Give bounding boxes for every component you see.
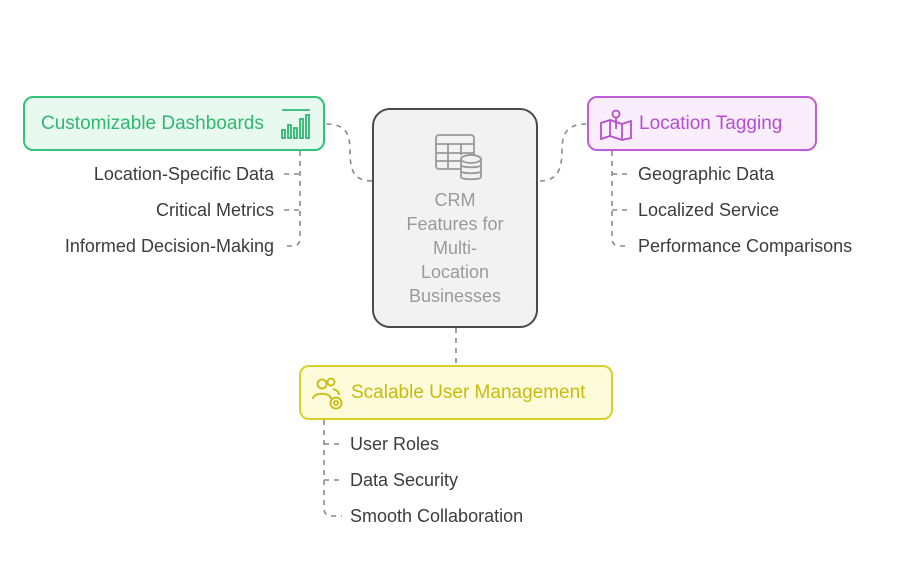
node-scalable-user-management: Scalable User Management — [299, 365, 613, 420]
user-settings-icon — [312, 377, 343, 410]
dashboards-item-critical-metrics: Critical Metrics — [155, 200, 274, 220]
dashboards-item-location-specific-data: Location-Specific Data — [93, 164, 274, 184]
central-topic-title: CRM Features for Multi- Location Busines… — [406, 190, 504, 306]
node-customizable-dashboards: Customizable Dashboards — [23, 96, 325, 151]
bar-chart-icon — [281, 109, 310, 139]
users-item-user-roles: User Roles — [350, 434, 440, 454]
node-location-tagging: Location Tagging — [587, 96, 817, 151]
location-item-performance-comparisons: Performance Comparisons — [638, 236, 853, 256]
location-item-geographic-data: Geographic Data — [638, 164, 775, 184]
users-item-data-security: Data Security — [350, 470, 459, 490]
location-item-localized-service: Localized Service — [638, 200, 780, 220]
map-pin-icon — [600, 109, 632, 141]
dashboards-item-informed-decision-making: Informed Decision-Making — [64, 236, 274, 256]
users-item-smooth-collaboration: Smooth Collaboration — [350, 506, 524, 526]
table-database-icon — [435, 134, 482, 181]
node-label: Customizable Dashboards — [41, 112, 264, 134]
central-topic: CRM Features for Multi- Location Busines… — [372, 108, 538, 328]
node-label: Location Tagging — [639, 112, 783, 134]
node-label: Scalable User Management — [351, 381, 586, 403]
